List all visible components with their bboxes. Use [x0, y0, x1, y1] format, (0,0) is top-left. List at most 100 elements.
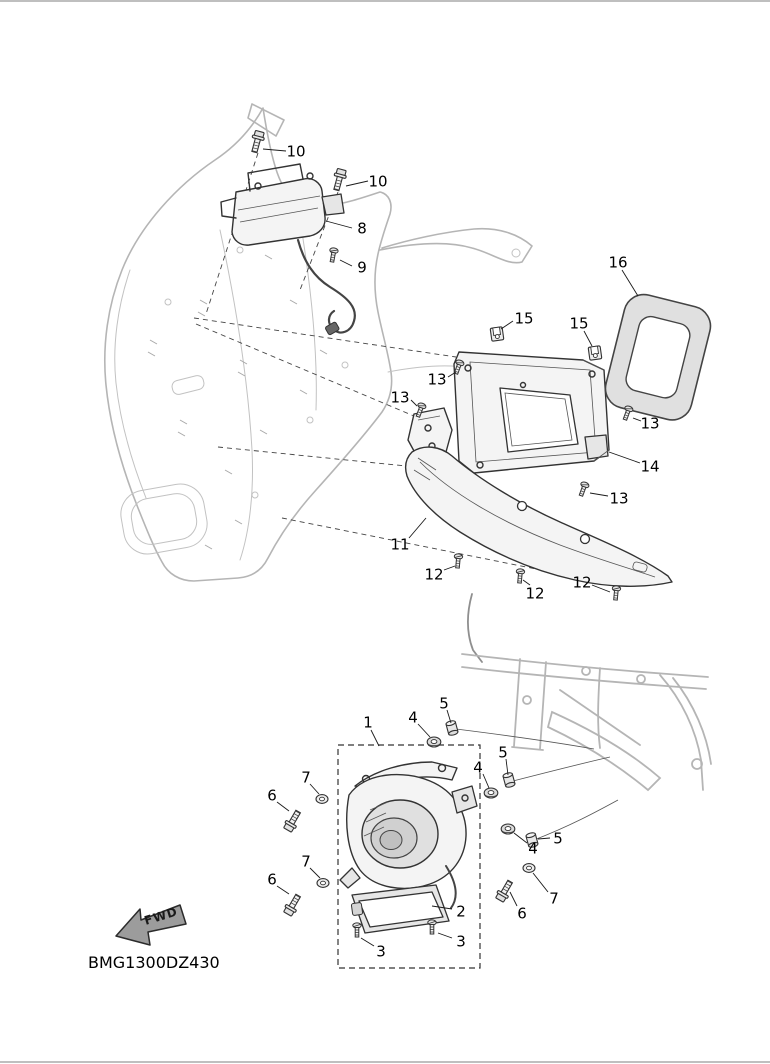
- leader-line-12: [443, 565, 456, 571]
- callout-3: 3: [376, 942, 386, 960]
- leader-line-5: [537, 837, 551, 840]
- leader-line-8: [325, 220, 353, 229]
- headlight-duct-14: [453, 351, 610, 474]
- fwd-arrow-shape: [115, 904, 187, 946]
- leader-line-15: [500, 320, 514, 330]
- leader-line-6: [509, 891, 518, 907]
- leader-line-11: [408, 517, 427, 539]
- fwd-arrow: FWD: [115, 904, 187, 946]
- callout-6: 6: [267, 870, 277, 888]
- callout-7: 7: [301, 768, 311, 786]
- part-code: BMG1300DZ430: [88, 953, 220, 972]
- clip-icon: [587, 345, 603, 361]
- screw-icon: [514, 568, 526, 584]
- callout-7: 7: [301, 852, 311, 870]
- washer-icon: [316, 878, 330, 888]
- callout-10: 10: [368, 172, 387, 190]
- leader-line-13: [632, 417, 642, 422]
- callout-10: 10: [286, 142, 305, 160]
- headlight-unit-1: [339, 761, 478, 909]
- leader-line-12: [591, 584, 611, 593]
- projector-core: [379, 830, 403, 850]
- leader-line-10: [345, 180, 369, 187]
- screw-icon: [576, 480, 591, 498]
- bolt-icon: [281, 807, 304, 834]
- headlight-wire: [445, 865, 457, 909]
- washer-icon: [522, 863, 536, 873]
- leader-line-4: [417, 723, 431, 738]
- leader-line-13: [410, 399, 418, 407]
- leader-line-16: [621, 269, 639, 297]
- collar-icon: [444, 719, 460, 737]
- screw-icon: [610, 585, 622, 601]
- callout-2: 2: [456, 902, 466, 920]
- leader-line-9: [339, 259, 353, 267]
- callout-5: 5: [553, 829, 563, 847]
- callout-9: 9: [357, 258, 367, 276]
- callout-13: 13: [609, 489, 628, 507]
- leader-line-4: [482, 773, 490, 789]
- grommet-icon: [426, 736, 442, 748]
- callout-13: 13: [640, 414, 659, 432]
- callout-4: 4: [408, 708, 418, 726]
- bolt-icon: [493, 877, 516, 904]
- frame-stay: [461, 593, 712, 792]
- leader-line-13: [447, 371, 457, 378]
- leader-line-6: [276, 885, 290, 895]
- leader-line-6: [276, 801, 290, 812]
- lower-panel-11: [404, 446, 673, 587]
- control-unit-2: [350, 884, 450, 934]
- leader-line-13: [589, 492, 609, 497]
- leader-line-1: [370, 729, 380, 747]
- callout-3: 3: [456, 932, 466, 950]
- leader-line-15: [583, 330, 593, 347]
- callout-5: 5: [498, 743, 508, 761]
- callout-8: 8: [357, 219, 367, 237]
- front-fairing-outline: [103, 103, 533, 582]
- callout-4: 4: [473, 758, 483, 776]
- screw-icon: [427, 919, 437, 935]
- screw-icon: [352, 922, 362, 938]
- control-unit-connector: [350, 902, 364, 916]
- leader-line-5: [505, 758, 509, 776]
- leader-line-10: [262, 148, 287, 152]
- callout-1: 1: [363, 713, 373, 731]
- leader-line-7: [309, 867, 321, 879]
- bolt-icon: [248, 129, 267, 155]
- callout-6: 6: [267, 786, 277, 804]
- bolt-icon: [330, 167, 349, 193]
- washer-icon: [315, 794, 329, 804]
- grommet-icon: [483, 787, 499, 799]
- callout-14: 14: [640, 457, 659, 475]
- bolt-icon: [281, 891, 304, 918]
- leader-line-4: [513, 832, 528, 844]
- callout-11: 11: [390, 535, 409, 553]
- leader-line-3: [360, 937, 375, 947]
- sensor-unit-8: [220, 163, 356, 336]
- leader-line-7: [532, 872, 549, 893]
- leader-line-3: [437, 932, 453, 939]
- callout-12: 12: [572, 573, 591, 591]
- callout-15: 15: [514, 309, 533, 327]
- cable-connector: [325, 321, 340, 336]
- rubber-seal-16: [604, 293, 712, 421]
- leader-line-5: [446, 709, 452, 724]
- collar-icon: [501, 771, 517, 789]
- leader-line-7: [309, 783, 320, 795]
- callout-12: 12: [525, 584, 544, 602]
- callout-6: 6: [517, 904, 527, 922]
- leader-line-12: [522, 579, 531, 586]
- leader-line-14: [608, 451, 641, 464]
- callout-13: 13: [427, 370, 446, 388]
- screw-icon: [327, 246, 340, 264]
- callout-13: 13: [390, 388, 409, 406]
- callout-5: 5: [439, 694, 449, 712]
- callout-12: 12: [424, 565, 443, 583]
- assembly-group-box: [337, 744, 481, 969]
- callout-4: 4: [528, 839, 538, 857]
- callout-16: 16: [608, 253, 627, 271]
